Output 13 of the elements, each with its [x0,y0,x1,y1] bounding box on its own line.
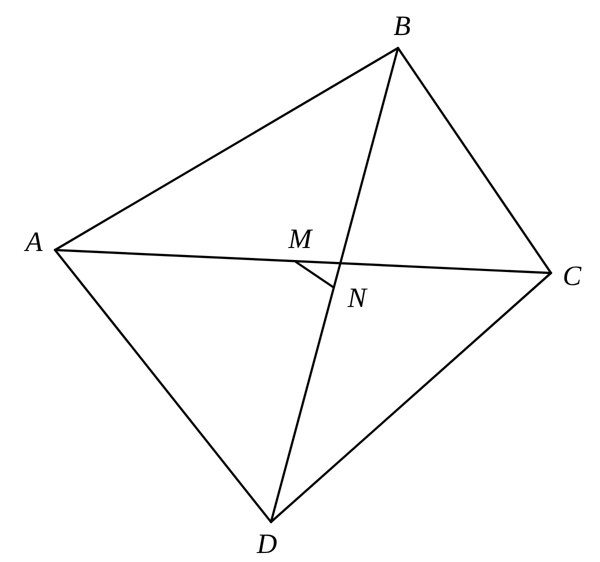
line-segment [396,46,552,274]
vertex-label: D [256,531,278,559]
line-segment [270,46,400,524]
line-segment [294,260,334,288]
line-segment [54,248,552,274]
line-segment [54,46,400,252]
vertex-label: M [288,226,312,254]
line-segment [270,272,552,524]
line-segment [54,248,272,524]
vertex-label: B [393,13,411,41]
vertex-label: A [25,229,43,257]
vertex-label: C [562,263,582,291]
vertex-label: N [348,285,366,313]
